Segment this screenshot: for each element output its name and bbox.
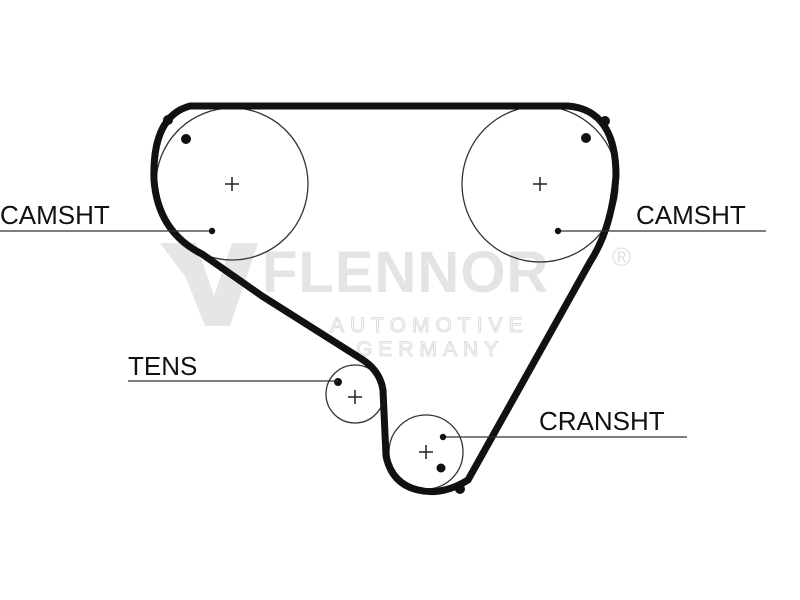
label-crankshaft: CRANSHT — [539, 406, 665, 436]
center-cross — [225, 177, 239, 191]
center-cross — [348, 390, 362, 404]
leader-lines — [0, 230, 766, 438]
timing-belt — [150, 102, 620, 496]
watermark-logo-mark — [160, 243, 258, 326]
label-camshaft-left: CAMSHT — [0, 200, 110, 230]
leader-dots — [208, 227, 562, 441]
center-cross — [533, 177, 547, 191]
brand-watermark: FLENNOR ® AUTOMOTIVE GERMANY — [160, 240, 631, 362]
watermark-line-1: AUTOMOTIVE — [330, 314, 528, 337]
watermark-line-2: GERMANY — [356, 338, 504, 361]
watermark-registered: ® — [612, 242, 631, 272]
label-camshaft-right: CAMSHT — [636, 200, 746, 230]
label-tensioner: TENS — [128, 351, 197, 381]
timing-marks — [163, 115, 610, 494]
watermark-brand: FLENNOR — [262, 240, 549, 305]
pulley-right-camshaft — [461, 105, 619, 263]
center-cross — [419, 445, 433, 459]
